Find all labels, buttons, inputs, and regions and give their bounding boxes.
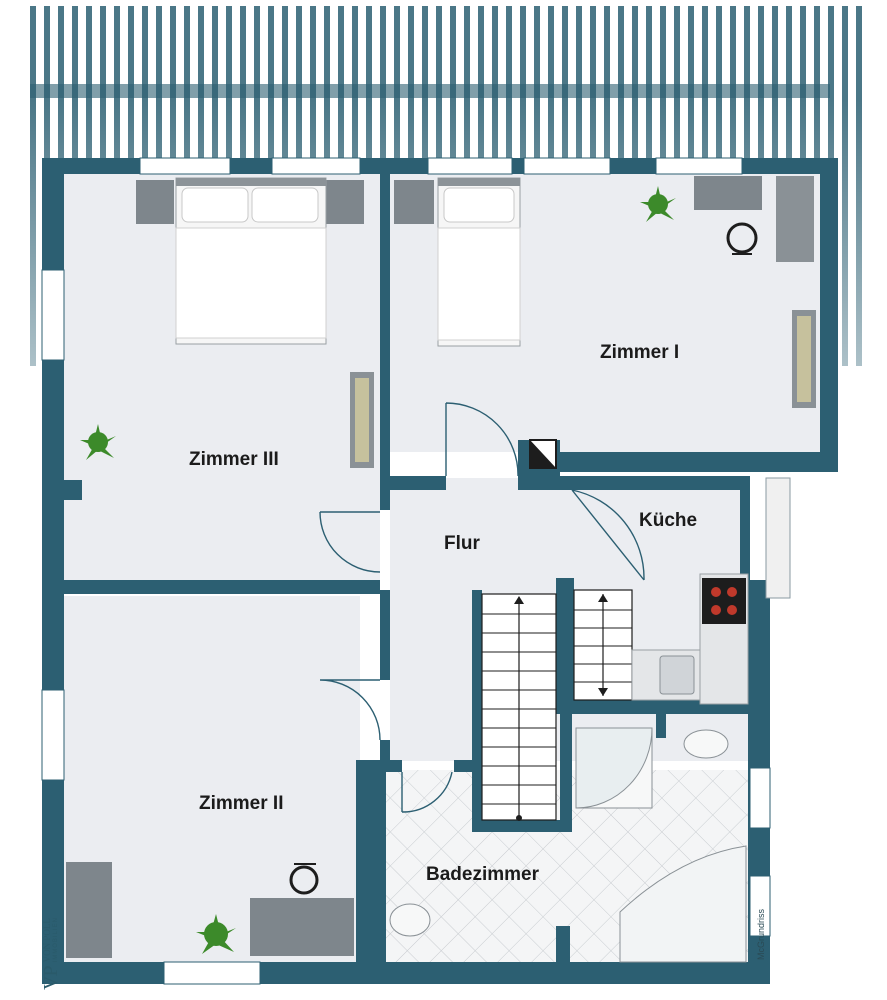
logo-line-2: IMMOBILIEN bbox=[52, 917, 59, 963]
chimney bbox=[529, 439, 557, 469]
windows bbox=[41, 157, 791, 985]
door-kueche bbox=[571, 489, 645, 581]
staircase-main bbox=[481, 593, 557, 821]
label-zimmer-1: Zimmer I bbox=[600, 342, 680, 363]
logo-line-1: VON POLL bbox=[41, 918, 52, 963]
door-bad bbox=[401, 771, 453, 813]
doors bbox=[319, 402, 645, 813]
label-badezimmer: Badezimmer bbox=[426, 864, 539, 885]
double-bed bbox=[136, 177, 364, 345]
door-zimmer-2 bbox=[319, 679, 381, 741]
door-zimmer-3 bbox=[319, 511, 381, 573]
bathtub bbox=[619, 845, 747, 963]
toilet bbox=[389, 903, 431, 937]
plant-zimmer-2 bbox=[196, 914, 236, 954]
single-bed bbox=[394, 177, 521, 347]
bookshelf-zimmer-1 bbox=[792, 310, 816, 408]
kitchen bbox=[631, 573, 749, 705]
plant-zimmer-1 bbox=[640, 186, 676, 222]
label-zimmer-2: Zimmer II bbox=[199, 793, 284, 814]
sink bbox=[659, 655, 695, 695]
desk-zimmer-2 bbox=[250, 863, 354, 956]
door-zimmer-1 bbox=[445, 402, 519, 477]
logo: VP VON POLL IMMOBILIEN bbox=[40, 917, 63, 990]
credit-text: McGrundriss bbox=[756, 908, 766, 960]
washbasin bbox=[683, 729, 729, 759]
label-zimmer-3: Zimmer III bbox=[189, 449, 279, 470]
cooktop bbox=[702, 578, 746, 624]
label-flur: Flur bbox=[444, 533, 480, 554]
roof-beam bbox=[30, 84, 830, 98]
label-kueche: Küche bbox=[639, 510, 698, 531]
plant-zimmer-3 bbox=[80, 424, 116, 460]
wardrobe-zimmer-2 bbox=[66, 862, 112, 958]
desk-zimmer-1 bbox=[694, 176, 814, 262]
staircase-secondary bbox=[573, 589, 633, 701]
bookshelf-zimmer-3 bbox=[350, 372, 374, 468]
logo-mark: VP bbox=[40, 966, 62, 990]
bathroom-fixtures bbox=[389, 727, 747, 963]
